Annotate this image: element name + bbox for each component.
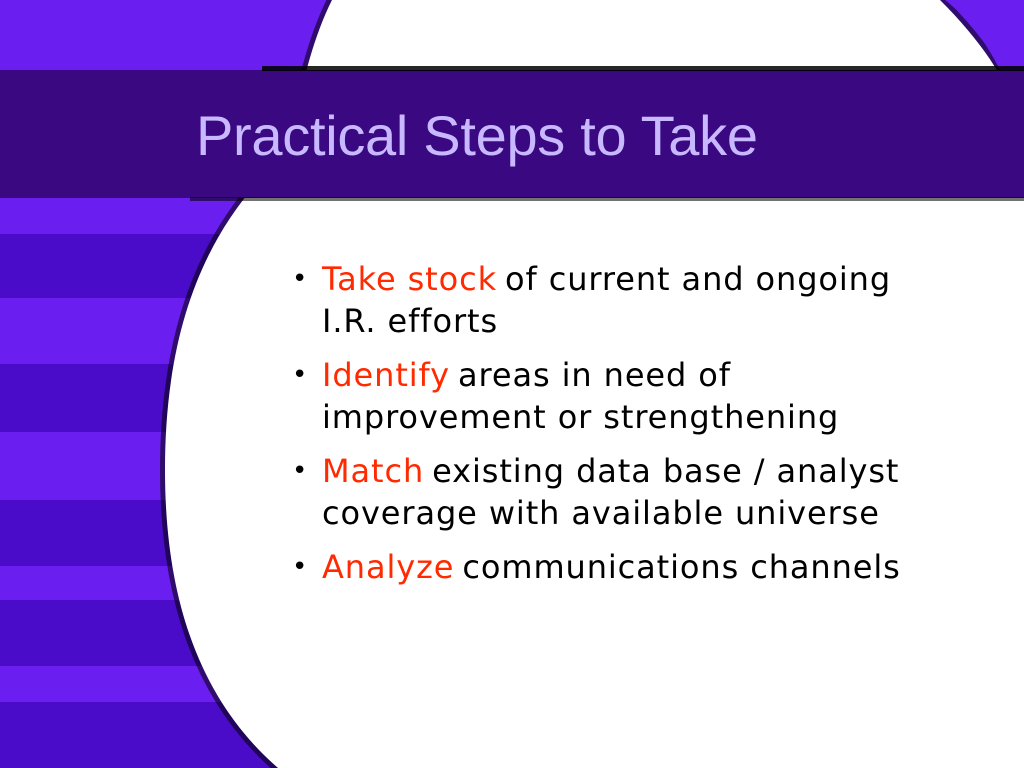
bullet-text: of current and ongoing I.R. efforts xyxy=(322,260,892,340)
top-right-corner xyxy=(945,0,1024,70)
bullet-text: communications channels xyxy=(462,548,901,586)
bullet-keyword: Match xyxy=(322,452,425,490)
bullet-text: areas in need of improvement or strength… xyxy=(322,356,840,436)
bullet-marker: • xyxy=(292,360,309,390)
title-band-bottom-edge xyxy=(190,197,1024,201)
slide-title: Practical Steps to Take xyxy=(196,104,758,167)
bullet-keyword: Identify xyxy=(322,356,450,394)
title-band-top-edge xyxy=(262,66,1024,71)
bullet-keyword: Analyze xyxy=(322,548,455,586)
bullet-marker: • xyxy=(292,456,309,486)
title-band-overlay xyxy=(190,70,1024,198)
bullet-marker: • xyxy=(292,552,309,582)
bullet-text: existing data base / analyst coverage wi… xyxy=(322,452,900,532)
bullet-marker: • xyxy=(292,264,309,294)
bullet-keyword: Take stock xyxy=(322,260,498,298)
